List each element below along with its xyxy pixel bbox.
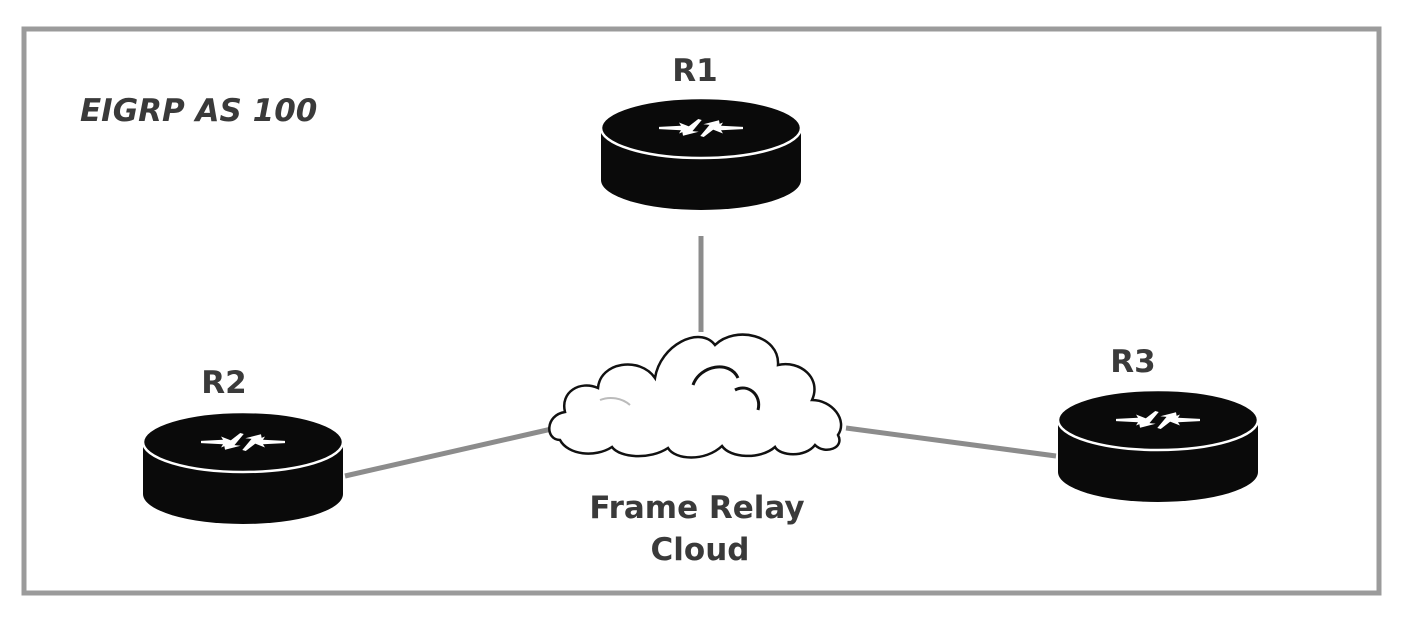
router-label-r2: R2 xyxy=(201,365,246,401)
link-r2-cloud xyxy=(344,425,557,479)
eigrp-as-label: EIGRP AS 100 xyxy=(80,93,317,129)
cloud-label-line1: Frame Relay xyxy=(589,490,804,526)
cloud-label-line2: Cloud xyxy=(651,532,750,568)
router-icon xyxy=(143,412,343,524)
frame-relay-cloud-icon xyxy=(548,333,843,459)
router-r3[interactable]: R3 xyxy=(1058,344,1258,502)
diagram-border xyxy=(21,26,1382,596)
router-icon xyxy=(601,98,801,210)
router-icon xyxy=(1058,390,1258,502)
link-r3-cloud xyxy=(845,425,1057,459)
router-label-r1: R1 xyxy=(672,53,717,89)
router-r1[interactable]: R1 xyxy=(601,53,801,210)
router-r2[interactable]: R2 xyxy=(143,365,343,524)
router-label-r3: R3 xyxy=(1110,344,1155,380)
